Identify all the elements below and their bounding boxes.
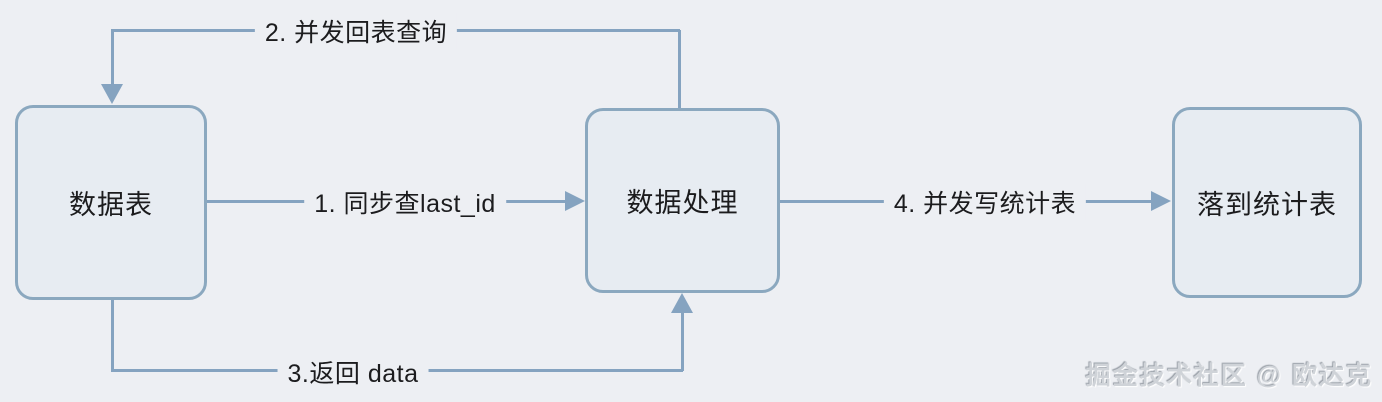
- node-data-table: 数据表: [15, 105, 207, 300]
- node-stats-table: 落到统计表: [1172, 107, 1362, 298]
- node-stats-table-label: 落到统计表: [1197, 190, 1337, 220]
- edge-label-return-data: 3.返回 data: [277, 354, 429, 390]
- arrowhead-right-icon: [1151, 191, 1171, 211]
- edge-concurrent-lookup-query-line-right: [678, 30, 681, 108]
- edge-label-concurrent-write-stats: 4. 并发写统计表: [883, 184, 1087, 220]
- node-data-processing-label: 数据处理: [626, 188, 739, 218]
- node-data-table-label: 数据表: [69, 190, 153, 220]
- arrowhead-up-icon: [671, 293, 693, 313]
- edge-return-data-line-right: [681, 313, 684, 371]
- watermark-text: 掘金技术社区 @ 欧达克: [1085, 362, 1373, 390]
- edge-return-data-line-left: [111, 300, 114, 371]
- edge-label-concurrent-lookup-query: 2. 并发回表查询: [254, 13, 458, 49]
- node-data-processing: 数据处理: [585, 108, 780, 293]
- edge-concurrent-lookup-query-line-left: [111, 29, 114, 85]
- arrowhead-right-icon: [565, 191, 585, 211]
- edge-label-sync-query-last-id: 1. 同步查last_id: [304, 184, 506, 220]
- arrowhead-down-icon: [101, 84, 123, 104]
